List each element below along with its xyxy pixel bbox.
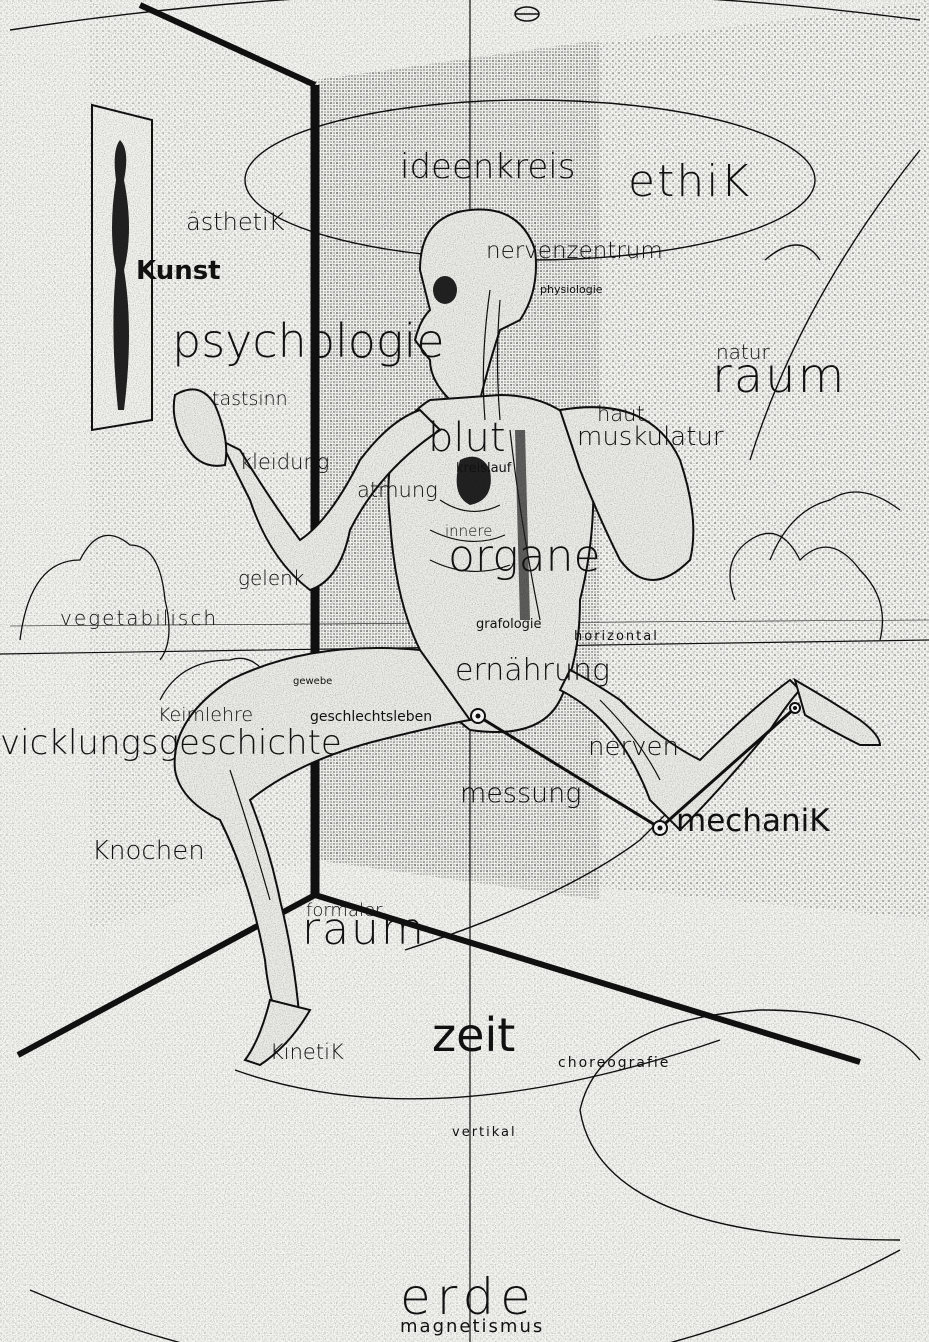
label-zeit: zeit bbox=[432, 1012, 515, 1058]
label-ethik: ethiK bbox=[628, 160, 751, 204]
label-physiologie: physiologie bbox=[540, 284, 603, 295]
label-ernahrung: ernährung bbox=[455, 656, 610, 686]
label-erde: erde bbox=[400, 1272, 537, 1322]
label-atmung: atmung bbox=[357, 480, 438, 501]
label-blut: blut bbox=[428, 418, 506, 458]
label-organe: organe bbox=[448, 535, 601, 579]
label-vegetabilisch: vegetabilisch bbox=[60, 608, 218, 628]
label-gelenk: gelenk bbox=[238, 568, 304, 588]
label-horizontal: horizontal bbox=[574, 630, 659, 643]
label-raum-bottom: raum bbox=[302, 908, 426, 952]
label-grafologie: grafologie bbox=[476, 618, 542, 631]
label-muskulatur: muskulatur bbox=[577, 424, 724, 450]
label-asthetik: ästhetiK bbox=[186, 210, 284, 234]
label-nervenzentrum: nervenzentrum bbox=[486, 240, 663, 263]
label-nerven: nerven bbox=[588, 734, 679, 760]
label-gewebe: gewebe bbox=[293, 677, 332, 687]
label-choreografie: choreografie bbox=[558, 1056, 670, 1070]
label-messung: messung bbox=[460, 780, 581, 807]
label-knochen: Knochen bbox=[92, 838, 205, 864]
label-kreislauf: kreislauf bbox=[456, 462, 511, 475]
label-psychologie: psychologie bbox=[172, 318, 445, 364]
label-ideenkreis: ideenkreis bbox=[400, 150, 575, 184]
label-raum-top: raum bbox=[712, 352, 846, 400]
label-kunst: Kunst bbox=[136, 258, 221, 284]
label-entwicklungsgeschichte: vicklungsgeschichte bbox=[0, 726, 342, 760]
label-tastsinn: tastsinn bbox=[212, 390, 288, 409]
label-mechanik: mechaniK bbox=[676, 806, 830, 837]
label-geschlechtsleben: geschlechtsleben bbox=[310, 710, 432, 724]
label-kleidung: kleidung bbox=[240, 452, 329, 473]
label-vertikal: vertikal bbox=[452, 1126, 517, 1139]
label-magnetismus: magnetismus bbox=[400, 1318, 544, 1336]
label-kinetik: KinetiK bbox=[270, 1042, 344, 1063]
